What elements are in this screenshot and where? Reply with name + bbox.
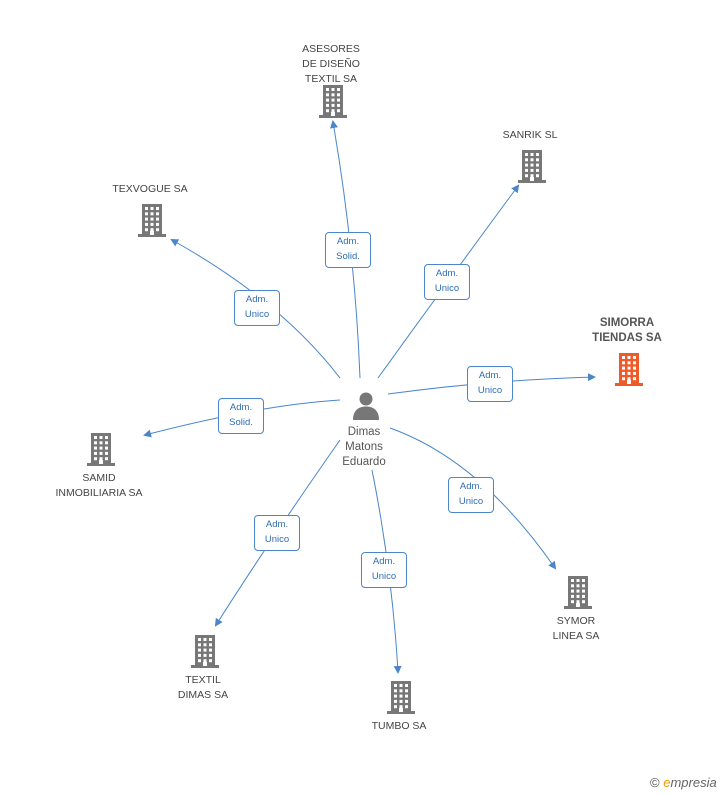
footer-brand: © empresia [650,775,717,790]
company-label-symor[interactable]: SYMOR LINEA SA [552,615,600,642]
person-node[interactable] [351,390,381,420]
copyright-symbol: © [650,775,660,790]
brand-name: mpresia [670,775,717,790]
company-label-asesores[interactable]: ASESORES DE DISEÑO TEXTIL SA [302,43,360,85]
company-node-samid[interactable] [86,432,116,466]
relation-label-texvogue[interactable]: Adm. Unico [234,290,280,326]
company-label-simorra[interactable]: SIMORRA TIENDAS SA [592,317,662,344]
relation-label-asesores[interactable]: Adm. Solid. [325,232,371,268]
person-icon [353,392,379,420]
building-icon [138,204,166,237]
building-icon [518,150,546,183]
building-icon [191,635,219,668]
relation-label-tumbo[interactable]: Adm. Unico [361,552,407,588]
building-icon [87,433,115,466]
relation-label-simorra[interactable]: Adm. Unico [467,366,513,402]
company-node-tumbo[interactable] [386,680,416,714]
company-node-sanrik[interactable] [517,149,547,183]
building-icon [564,576,592,609]
building-icon [319,85,347,118]
company-node-asesores[interactable] [318,84,348,118]
relation-label-sanrik[interactable]: Adm. Unico [424,264,470,300]
building-icon [387,681,415,714]
building-icon [615,353,643,386]
company-node-simorra[interactable] [614,352,644,386]
company-label-texvogue[interactable]: TEXVOGUE SA [112,183,188,195]
company-label-tumbo[interactable]: TUMBO SA [371,720,427,732]
relation-label-textil-dimas[interactable]: Adm. Unico [254,515,300,551]
company-node-textil-dimas[interactable] [190,634,220,668]
company-label-samid[interactable]: SAMID INMOBILIARIA SA [55,472,143,499]
company-label-sanrik[interactable]: SANRIK SL [502,129,558,141]
relation-label-symor[interactable]: Adm. Unico [448,477,494,513]
brand-first-letter: e [663,775,671,790]
company-node-symor[interactable] [563,575,593,609]
person-name[interactable]: Dimas Matons Eduardo [342,426,386,468]
company-label-textil-dimas[interactable]: TEXTIL DIMAS SA [177,674,229,701]
relation-label-samid[interactable]: Adm. Solid. [218,398,264,434]
company-node-texvogue[interactable] [137,203,167,237]
